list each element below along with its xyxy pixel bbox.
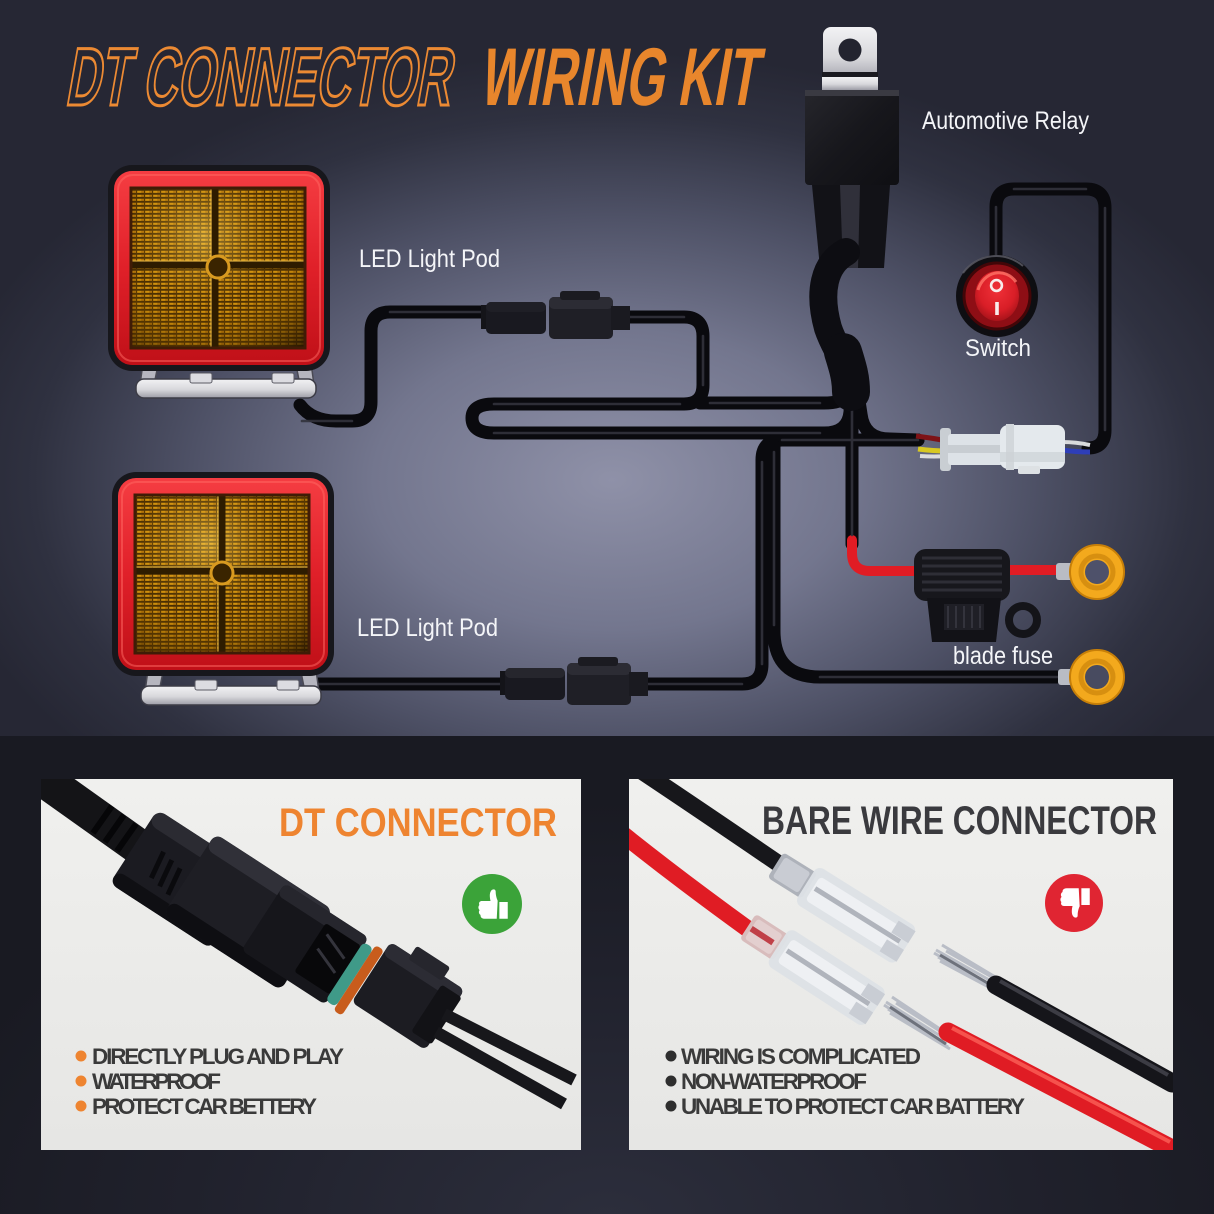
svg-text:WIRING KIT: WIRING KIT xyxy=(475,31,769,123)
svg-text:Automotive Relay: Automotive Relay xyxy=(922,107,1089,135)
svg-text:PROTECT CAR BETTERY: PROTECT CAR BETTERY xyxy=(92,1094,317,1119)
svg-text:DT CONNECTOR: DT CONNECTOR xyxy=(61,31,462,123)
svg-text:NON-WATERPROOF: NON-WATERPROOF xyxy=(681,1069,867,1094)
svg-text:Switch: Switch xyxy=(965,335,1031,362)
svg-text:BARE WIRE CONNECTOR: BARE WIRE CONNECTOR xyxy=(762,799,1157,843)
svg-text:DIRECTLY PLUG AND PLAY: DIRECTLY PLUG AND PLAY xyxy=(92,1044,344,1069)
svg-text:UNABLE TO PROTECT CAR BATTERY: UNABLE TO PROTECT CAR BATTERY xyxy=(681,1094,1025,1119)
svg-text:LED Light Pod: LED Light Pod xyxy=(357,614,498,642)
svg-text:blade fuse: blade fuse xyxy=(953,642,1053,670)
svg-text:DT CONNECTOR: DT CONNECTOR xyxy=(279,801,557,845)
svg-text:WIRING IS COMPLICATED: WIRING IS COMPLICATED xyxy=(681,1044,921,1069)
svg-text:LED Light Pod: LED Light Pod xyxy=(359,245,500,273)
svg-text:WATERPROOF: WATERPROOF xyxy=(92,1069,221,1094)
